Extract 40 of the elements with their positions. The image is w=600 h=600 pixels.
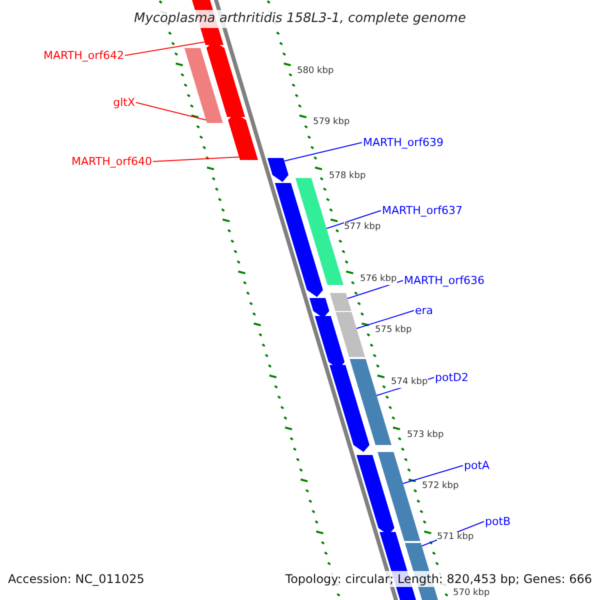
gene-label: gltX — [113, 96, 135, 109]
gene-label: potA — [464, 459, 490, 472]
gene-feature — [267, 158, 288, 182]
gene-block — [350, 359, 392, 445]
gene-label: MARTH_orf642 — [44, 49, 124, 62]
leader-line — [326, 210, 382, 229]
scale-label: 570 kbp — [453, 588, 490, 599]
leader-line — [136, 102, 206, 120]
leader-line — [356, 310, 414, 329]
gene-feature — [309, 298, 330, 318]
scale-label: 572 kbp — [422, 481, 459, 492]
gene-label: MARTH_orf636 — [404, 274, 484, 287]
scale-label: 579 kbp — [313, 117, 350, 128]
scale-label: 575 kbp — [375, 325, 412, 336]
scale-label: 577 kbp — [344, 222, 381, 233]
gene-block — [378, 452, 420, 541]
gene-feature — [330, 365, 370, 452]
gene-block — [184, 48, 223, 123]
leader-line — [402, 465, 464, 484]
gene-feature — [274, 183, 323, 297]
gene-label: MARTH_orf639 — [363, 136, 444, 149]
leader-line — [152, 156, 240, 162]
gene-block — [330, 293, 352, 311]
gene-label: potB — [485, 515, 511, 528]
scale-label: 578 kbp — [329, 171, 366, 182]
scale-label: 574 kbp — [391, 377, 428, 388]
scale-label: 573 kbp — [407, 430, 444, 441]
gene-feature — [356, 455, 394, 535]
leader-line — [284, 142, 362, 162]
gene-label: potD2 — [435, 371, 468, 384]
gene-label: era — [415, 304, 434, 317]
gene-block — [295, 178, 344, 285]
scale-label: 576 kbp — [360, 274, 397, 285]
scale-label: 580 kbp — [297, 66, 334, 77]
leader-line — [124, 42, 206, 56]
scale-label: 571 kbp — [437, 532, 474, 543]
gene-label: MARTH_orf640 — [72, 155, 152, 168]
gene-label: MARTH_orf637 — [382, 204, 462, 217]
genome-info-text: Topology: circular; Length: 820,453 bp; Genes: 666 — [285, 571, 592, 587]
accession-text: Accession: NC_011025 — [8, 571, 144, 587]
